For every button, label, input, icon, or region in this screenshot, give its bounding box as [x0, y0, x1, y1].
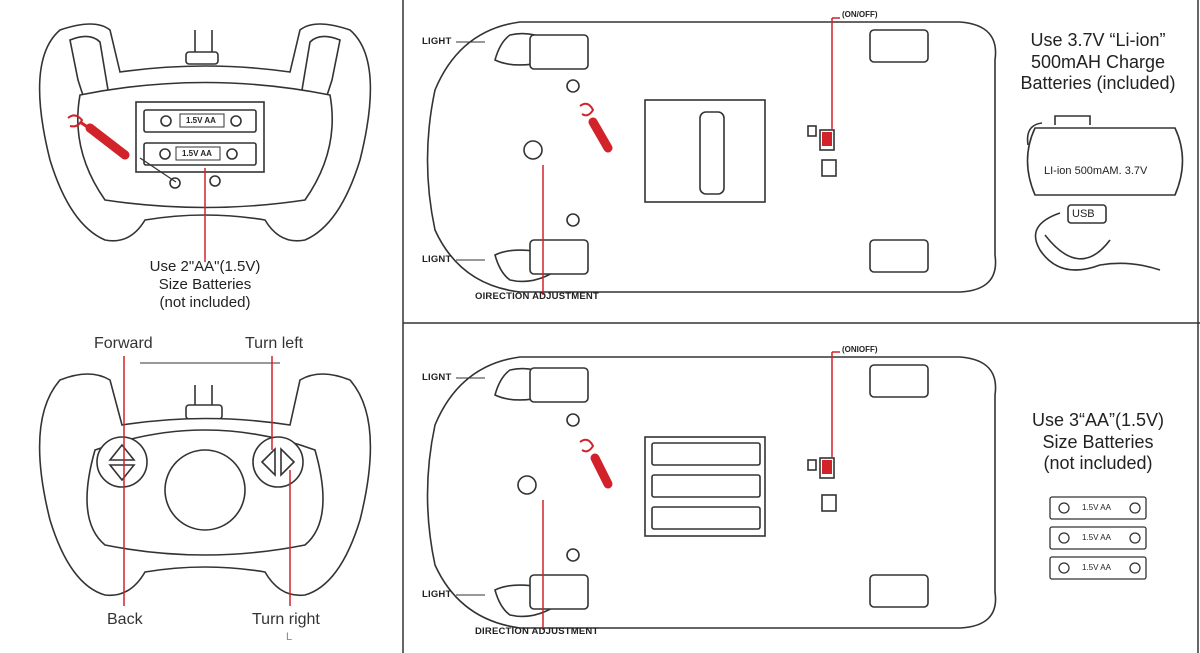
aa-note-line-2: Size Batteries: [1042, 431, 1154, 452]
car-top-direction-label: OIRECTION ADJUSTMENT: [475, 291, 599, 302]
aa-battery-label-1: 1.5V AA: [1082, 503, 1111, 512]
car-bottom-drawing: [426, 356, 997, 629]
car-top-light-label-1: LIGHT: [422, 36, 452, 47]
car-top-pointers: [542, 17, 840, 295]
car-top-light-label-2: LIGNT: [422, 254, 452, 265]
liion-battery-label: LI-ion 500mAM. 3.7V: [1044, 165, 1148, 177]
remote-top-plug: [67, 114, 130, 160]
car-top-switch-label: (ON/OFF): [842, 10, 878, 19]
car-bottom-light-label-2: LIGHT: [422, 589, 452, 600]
aa-note-line-1: Use 3“AA”(1.5V): [1031, 410, 1165, 430]
forward-label: Forward: [94, 335, 153, 352]
remote-note-line-2: Size Batteries: [158, 276, 252, 293]
remote-bottom-pointers: [123, 356, 291, 606]
turn-right-label: Turn right: [252, 611, 320, 628]
car-bottom-direction-label: DIRECTION ADJUSTMENT: [475, 626, 599, 637]
liion-battery-drawing: [1026, 115, 1184, 271]
liion-battery-note: Use 3.7V “Li-ion” 500mAH Charge Batterie…: [1000, 30, 1196, 95]
aa-note-line-3: (not included): [1043, 453, 1153, 474]
remote-battery-label-2: 1.5V AA: [182, 149, 212, 158]
remote-bottom-drawing: [38, 362, 372, 597]
car-top-leaders: [456, 41, 485, 261]
aa-battery-label-2: 1.5V AA: [1082, 533, 1111, 542]
aa-battery-stack: [1049, 496, 1147, 580]
power-switch-top: [822, 132, 832, 146]
remote-note-line-1: Use 2"AA"(1.5V): [149, 258, 261, 275]
car-top-drawing: [426, 21, 997, 293]
liion-note-line-2: 500mAH Charge: [1030, 51, 1166, 72]
car-bottom-switch-label: (ONIOFF): [842, 345, 878, 354]
usb-label: USB: [1072, 208, 1095, 220]
car-bottom-leaders: [456, 377, 485, 596]
aa-battery-label-3: 1.5V AA: [1082, 563, 1111, 572]
liion-note-line-1: Use 3.7V “Li-ion”: [1030, 30, 1166, 50]
car-top-plug: [579, 102, 613, 153]
remote-battery-note: Use 2"AA"(1.5V) Size Batteries (not incl…: [125, 258, 285, 312]
remote-top-drawing: [38, 23, 372, 242]
remote-battery-label-1: 1.5V AA: [186, 116, 216, 125]
liion-note-line-3: Batteries (included): [1020, 73, 1176, 94]
stray-mark: L: [286, 631, 293, 643]
car-bottom-plug: [579, 438, 613, 489]
panel-frame: [402, 0, 1200, 653]
power-switch-bottom: [822, 460, 832, 474]
car-bottom-light-label-1: LIGNT: [422, 372, 452, 383]
back-label: Back: [107, 611, 143, 628]
aa-battery-note: Use 3“AA”(1.5V) Size Batteries (not incl…: [1010, 410, 1186, 475]
remote-note-line-3: (not included): [159, 294, 251, 311]
turn-left-label: Turn left: [245, 335, 304, 352]
car-bottom-pointers: [542, 351, 840, 630]
